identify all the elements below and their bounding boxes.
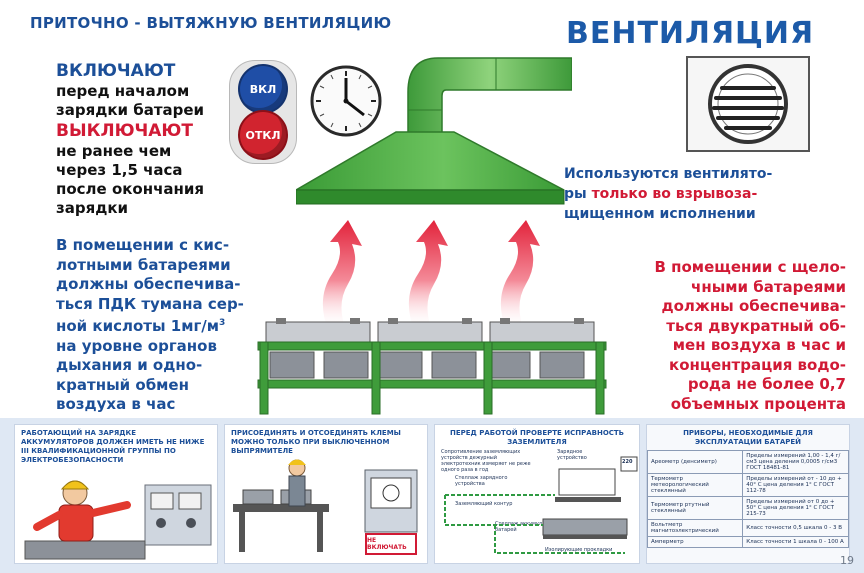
grounding-label-3: Заземляющий контур	[455, 501, 513, 507]
air-flow-arrows	[322, 220, 540, 330]
switch-off-line-1: не ранее чем	[56, 142, 172, 160]
arrow-up-icon	[408, 220, 448, 330]
acid-note: В помещении с кис- лотными батареями дол…	[56, 236, 266, 415]
instruments-table-body: Ареометр (денсиметр)Пределы измерений 1,…	[647, 450, 849, 548]
grounding-label-6: Зарядное устройство	[557, 449, 587, 461]
panel-clamps: ПРИСОЕДИНЯТЬ И ОТСОЕДИНЯТЬ КЛЕМЫ МОЖНО Т…	[224, 424, 428, 564]
battery-rack	[257, 318, 607, 415]
alkaline-note: В помещении с щело- чными батареями долж…	[606, 258, 846, 414]
panel-instruments: ПРИБОРЫ, НЕОБХОДИМЫЕ ДЛЯ ЭКСПЛУАТАЦИИ БА…	[646, 424, 850, 564]
fans-note-line-2a: ры	[564, 186, 592, 202]
acid-line-6: на уровне органов	[56, 336, 217, 355]
poster-subtitle: ПРИТОЧНО - ВЫТЯЖНУЮ ВЕНТИЛЯЦИЮ	[30, 14, 392, 32]
grounding-label-5: Изолирующие прокладки	[545, 547, 613, 553]
acid-line-3: должны обеспечива-	[56, 275, 241, 293]
fans-note-line-1: Используются вентилято-	[564, 166, 773, 182]
grounding-label-1: Сопротивление заземляющих устройств дежу…	[441, 449, 531, 473]
instrument-spec: Класс точности 1 шкала 0 - 100 А	[742, 536, 849, 548]
switch-on-word: ВКЛЮЧАЮТ	[56, 61, 176, 81]
instruments-table: Ареометр (денсиметр)Пределы измерений 1,…	[647, 450, 849, 548]
off-button-label: ОТКЛ	[245, 128, 281, 142]
on-button[interactable]: ВКЛ	[240, 66, 286, 112]
on-button-label: ВКЛ	[249, 82, 277, 96]
alkaline-line-6: концентрация водо-	[669, 355, 846, 374]
grounding-diagram	[444, 456, 638, 554]
outlet-icon	[620, 456, 638, 472]
alkaline-line-2: чными батареями	[691, 277, 846, 296]
instrument-name: Ареометр (денсиметр)	[647, 450, 744, 474]
alkaline-line-8: объемных процента	[670, 394, 846, 413]
instrument-spec: Пределы измерений от - 10 до + 40° С цен…	[742, 473, 849, 497]
acid-line-2: лотными батареями	[56, 255, 231, 274]
wall-fan-icon	[686, 56, 810, 152]
acid-line-9: воздуха в час	[56, 395, 176, 413]
battery-icon	[377, 318, 483, 343]
worker-rectifier-illustration	[233, 459, 418, 552]
acid-line-4: ться ПДК тумана сер-	[56, 294, 244, 313]
off-button[interactable]: ОТКЛ	[240, 112, 286, 158]
acid-superscript: 3	[219, 318, 226, 328]
alkaline-line-1: В помещении с щело-	[654, 258, 846, 276]
instrument-name: Термометр ртутный стеклянный	[647, 496, 744, 520]
panel-2-caption: ПРИСОЕДИНЯТЬ И ОТСОЕДИНЯТЬ КЛЕМЫ МОЖНО Т…	[231, 429, 401, 455]
alkaline-line-3: должны обеспечива-	[661, 297, 846, 315]
switch-on-line-2: зарядки батареи	[56, 101, 205, 119]
table-row: Ареометр (денсиметр)Пределы измерений 1,…	[647, 450, 849, 474]
instrument-name: Амперметр	[647, 536, 744, 548]
do-not-switch-text: НЕ ВКЛЮЧАТЬ	[367, 537, 407, 551]
switch-on-line-1: перед началом	[56, 82, 190, 100]
arrow-up-icon	[500, 220, 540, 330]
alkaline-line-7: рода не более 0,7	[687, 375, 846, 393]
alkaline-line-5: мен воздуха в час и	[672, 336, 846, 354]
worker-charging-illustration	[24, 480, 212, 560]
battery-icon	[489, 318, 595, 343]
acid-line-5: ной кислоты 1мг/м	[56, 317, 220, 335]
acid-line-8: кратный обмен	[56, 375, 189, 394]
fans-note-line-3: щищенном исполнении	[564, 206, 756, 222]
poster-title: ВЕНТИЛЯЦИЯ	[566, 16, 815, 51]
instrument-spec: Пределы измерений от 0 до + 50° С цена д…	[742, 496, 849, 520]
instrument-name: Вольтметр магнитоэлектрический	[647, 519, 744, 537]
do-not-switch-sign: НЕ ВКЛЮЧАТЬ	[365, 533, 417, 555]
panel-qualification: РАБОТАЮЩИЙ НА ЗАРЯДКЕ АККУМУЛЯТОРОВ ДОЛЖ…	[14, 424, 218, 564]
switch-rule-block: ВКЛЮЧАЮТ перед началом зарядки батареи В…	[56, 60, 236, 218]
grounding-label-2: Стеллаж зарядного устройства	[455, 475, 508, 487]
panel-4-caption: ПРИБОРЫ, НЕОБХОДИМЫЕ ДЛЯ ЭКСПЛУАТАЦИИ БА…	[683, 429, 813, 446]
exhaust-hood	[296, 57, 572, 205]
grounding-meter-value: 220	[622, 459, 633, 465]
panel-grounding: ПЕРЕД РАБОТОЙ ПРОВЕРТЕ ИСПРАВНОСТЬ ЗАЗЕМ…	[434, 424, 640, 564]
arrow-up-icon	[322, 220, 362, 330]
fan-grille-icon	[708, 64, 788, 144]
panel-1-caption: РАБОТАЮЩИЙ НА ЗАРЯДКЕ АККУМУЛЯТОРОВ ДОЛЖ…	[21, 429, 205, 464]
acid-line-1: В помещении с кис-	[56, 236, 230, 254]
instrument-name: Термометр метеорологический стеклянный	[647, 473, 744, 497]
clock-icon	[310, 65, 382, 137]
instrument-spec: Пределы измерений 1,00 - 1,4 г/см3 цена …	[742, 450, 849, 474]
alkaline-line-4: ться двукратный об-	[666, 316, 846, 335]
switch-off-word: ВЫКЛЮЧАЮТ	[56, 121, 193, 141]
page-number: 19	[840, 554, 854, 567]
switch-off-line-3: после окончания	[56, 180, 205, 198]
switch-off-line-4: зарядки	[56, 199, 129, 217]
switch-off-line-2: через 1,5 часа	[56, 161, 183, 179]
panel-3-caption: ПЕРЕД РАБОТОЙ ПРОВЕРТЕ ИСПРАВНОСТЬ ЗАЗЕМ…	[449, 429, 625, 446]
battery-icon	[265, 318, 371, 343]
fans-note-line-2b: только во взрывоза-	[591, 186, 758, 202]
fans-note: Используются вентилято- ры только во взр…	[564, 164, 834, 224]
instrument-spec: Класс точности 0,5 шкала 0 - 3 В	[742, 519, 849, 537]
acid-line-7: дыхания и одно-	[56, 356, 203, 374]
